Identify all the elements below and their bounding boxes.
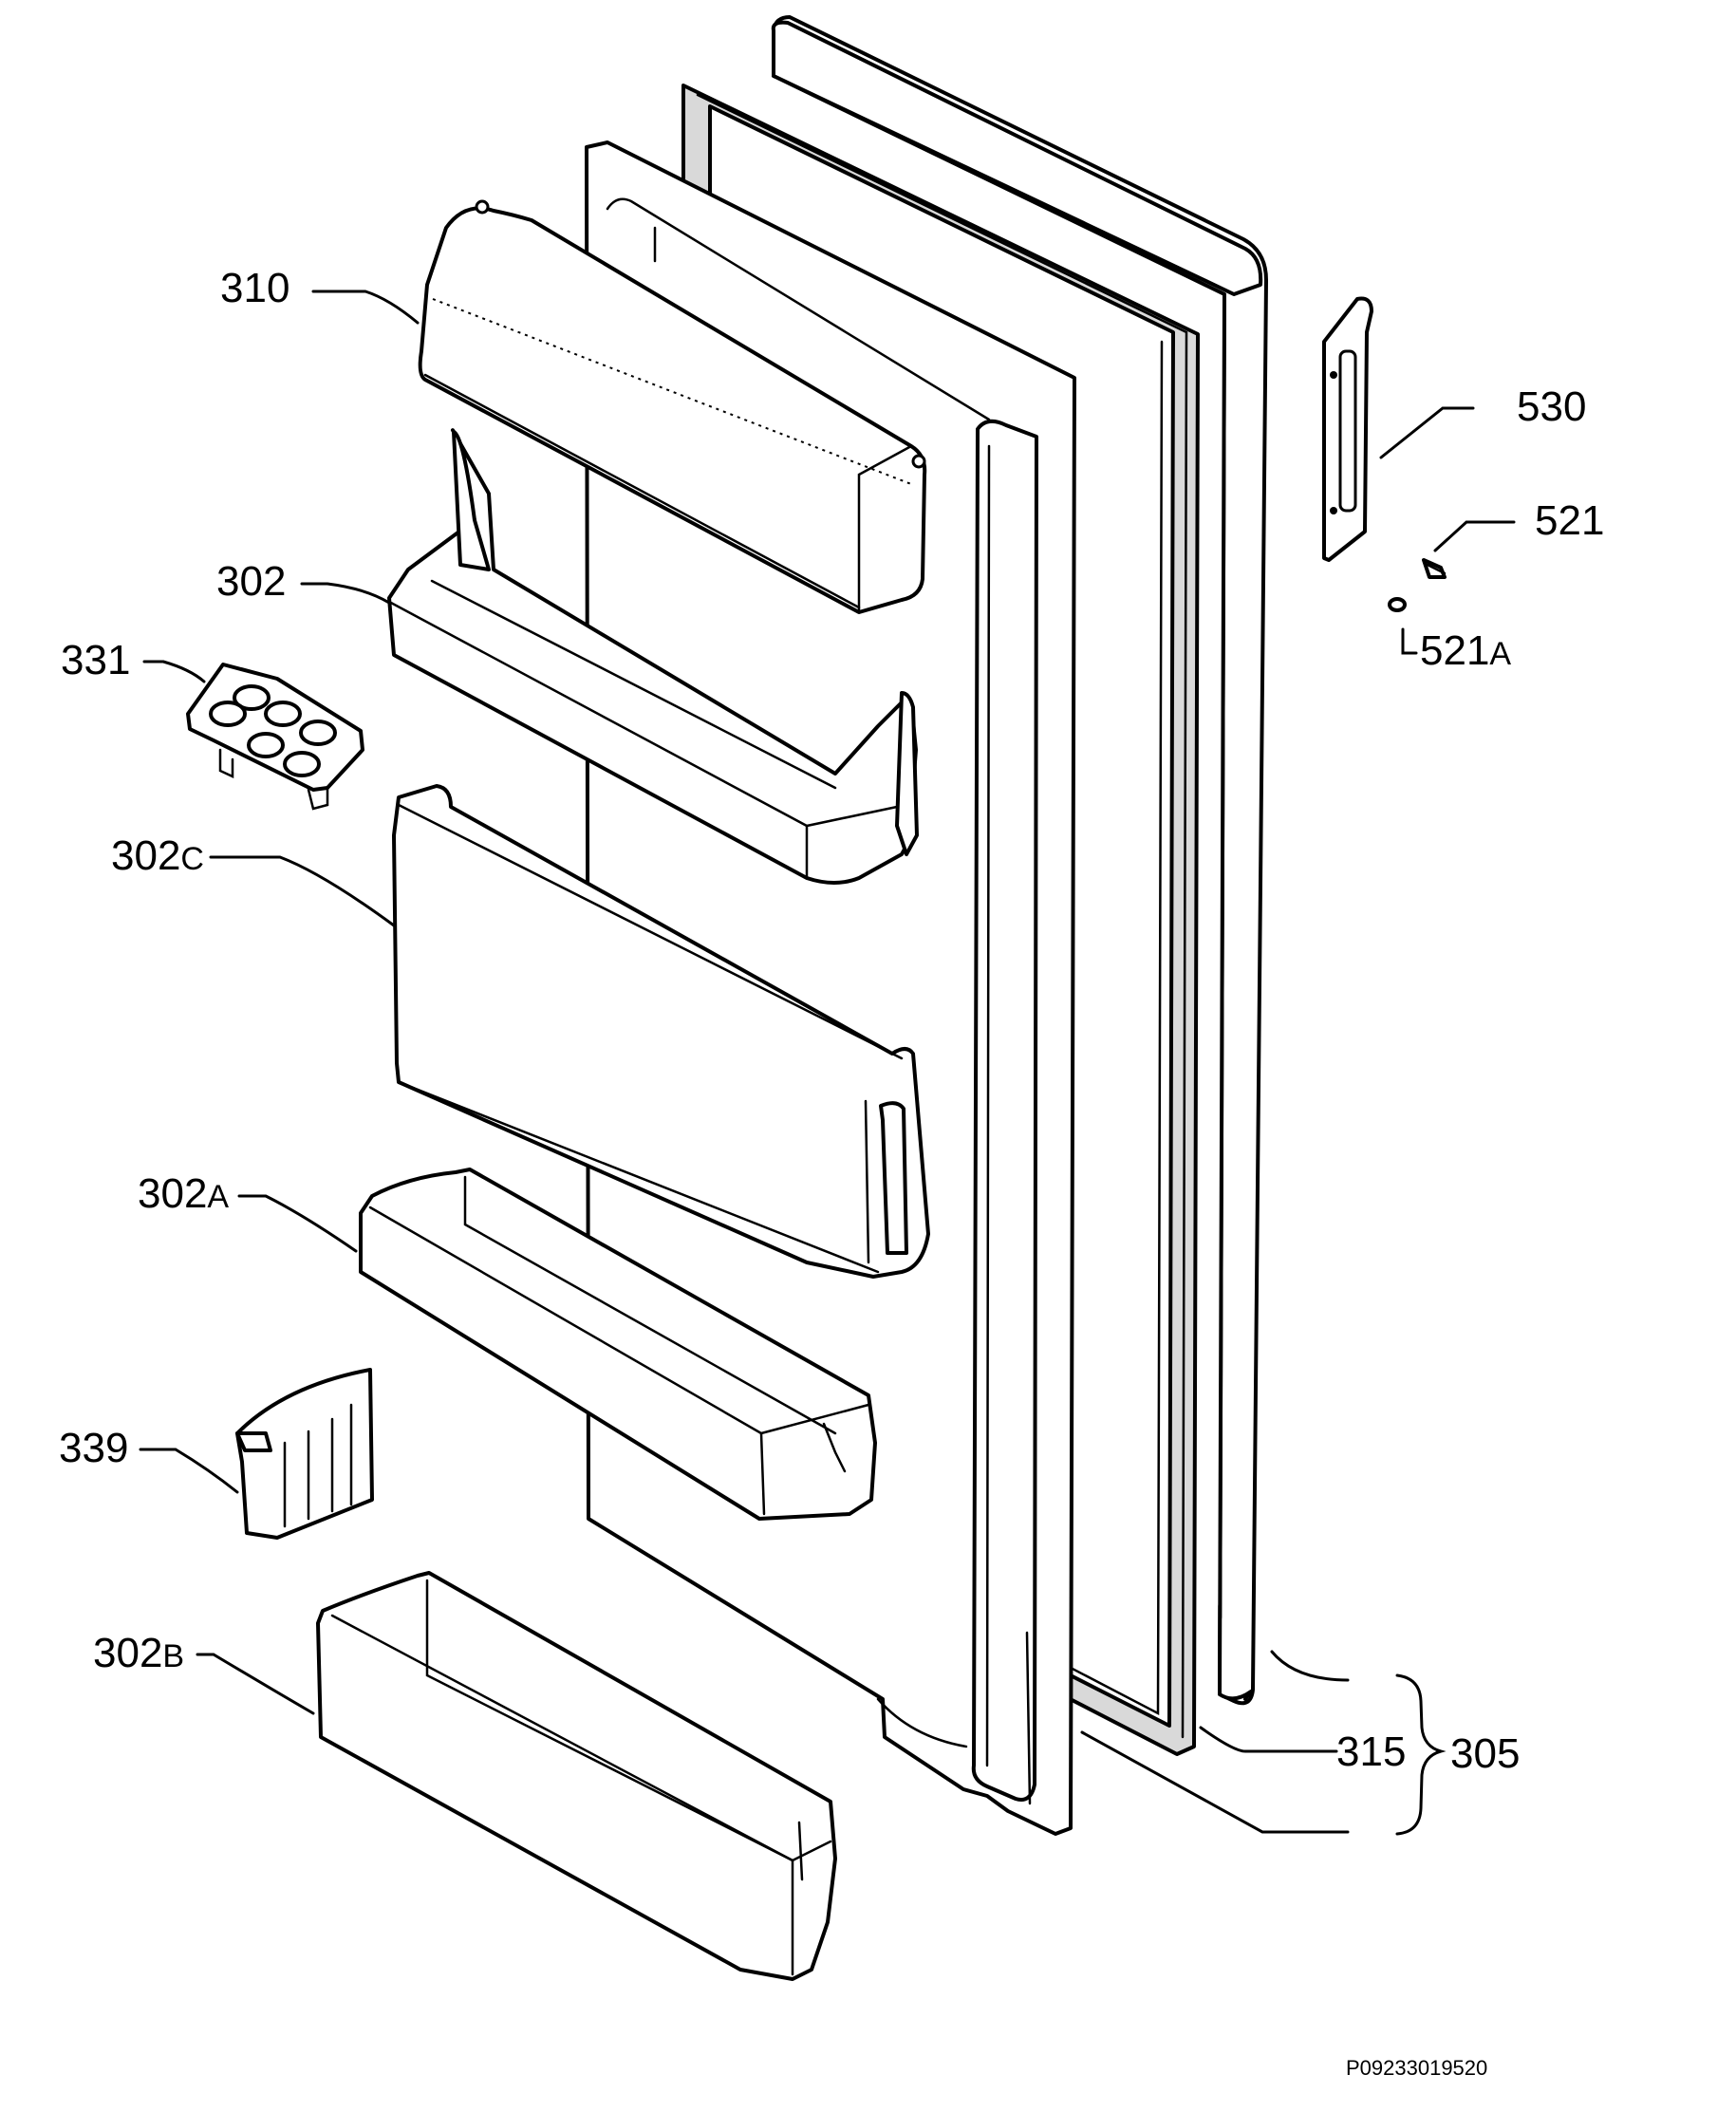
label-302c: 302C (111, 832, 204, 879)
part-302b-bottle-shelf (316, 1571, 837, 1981)
part-521a-washer (1388, 597, 1407, 612)
label-521: 521 (1535, 497, 1604, 544)
part-530-hinge-plate (1322, 296, 1373, 562)
label-521a: 521A (1420, 627, 1511, 674)
leader-lines (139, 290, 1516, 1834)
label-302b-suffix: B (162, 1638, 184, 1674)
part-339-bottle-retainer (235, 1368, 374, 1540)
label-302a-suffix: A (207, 1179, 229, 1215)
label-302a: 302A (138, 1170, 229, 1217)
label-331: 331 (61, 637, 130, 683)
label-302b-number: 302 (93, 1630, 162, 1676)
label-302b: 302B (93, 1630, 184, 1676)
label-521a-number: 521 (1420, 627, 1489, 674)
label-302c-suffix: C (180, 841, 204, 877)
group-brace-305 (1395, 1673, 1447, 1836)
part-310-dairy-lid (418, 199, 927, 614)
part-302c-door-bin (392, 784, 930, 1279)
part-302-door-shelf (387, 428, 919, 885)
drawing-code: P09233019520 (1346, 2056, 1487, 2080)
label-339: 339 (59, 1425, 128, 1471)
label-315: 315 (1336, 1729, 1406, 1775)
label-530: 530 (1517, 383, 1586, 430)
label-302: 302 (216, 558, 286, 605)
label-302a-number: 302 (138, 1170, 207, 1217)
part-302a-door-shelf (359, 1168, 877, 1521)
part-521-pin (1422, 558, 1447, 579)
part-331-egg-tray (186, 663, 364, 811)
label-310: 310 (220, 265, 289, 311)
label-302c-number: 302 (111, 832, 180, 879)
label-521a-suffix: A (1489, 636, 1511, 672)
label-305: 305 (1450, 1730, 1520, 1777)
